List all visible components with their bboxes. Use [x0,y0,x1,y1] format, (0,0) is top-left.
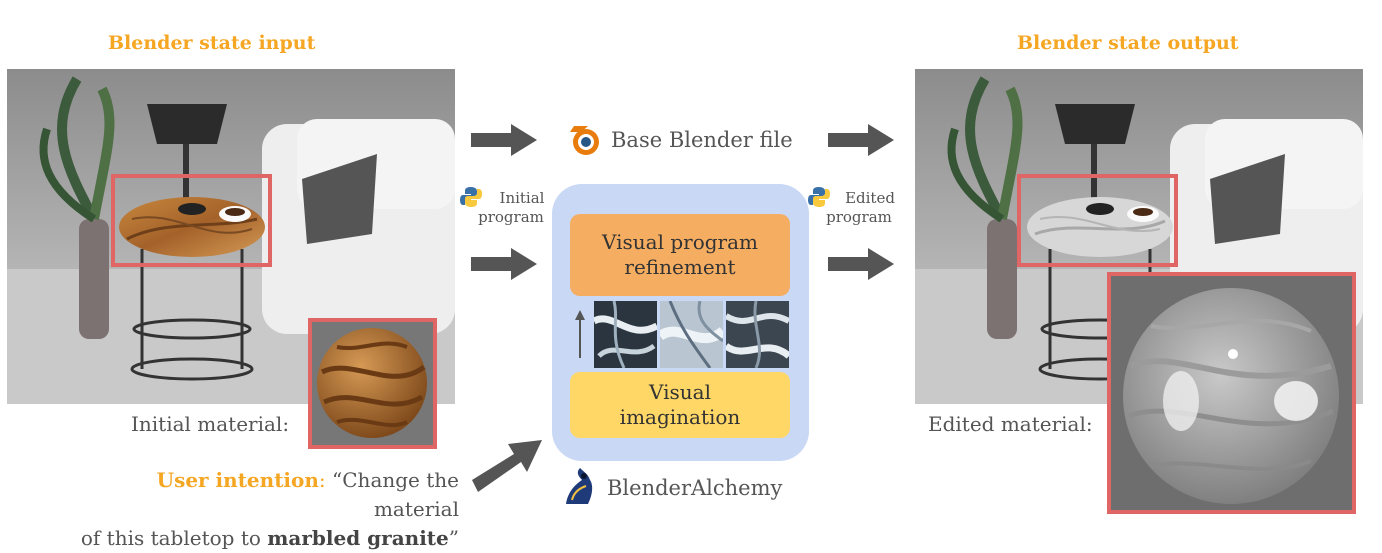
user-intention-line2: of this tabletop to marbled granite” [71,524,459,553]
arrow-edited-program [828,248,894,280]
visual-imagination-label: Visual imagination [619,380,741,429]
user-intention-colon: : [318,468,326,492]
marble-swatch-1 [594,301,657,368]
arrow-to-base-file [471,124,537,156]
edited-material-label: Edited material: [928,412,1093,436]
visual-program-refinement-label: Visual program refinement [602,230,758,279]
user-intention-text-c: ” [448,526,459,550]
blender-logo-icon [566,126,599,155]
edited-program-line1: Edited [845,189,895,207]
user-intention-text: User intention: “Change the material of … [71,466,459,553]
blender-alchemy-logo-icon [566,468,593,504]
initial-program-label: Initial program [470,189,552,227]
up-arrow-icon [575,310,585,358]
visual-imagination-box: Visual imagination [570,372,790,438]
user-intention-line1: User intention: “Change the material [71,466,459,524]
python-logo-icon-edited [808,187,830,207]
edited-program-label: Edited program [818,189,900,227]
edited-tabletop-highlight-box [1017,174,1178,267]
base-file-label: Base Blender file [611,128,793,152]
user-intention-emphasis: marbled granite [267,526,449,550]
edited-material-preview [1107,272,1356,514]
initial-material-preview [308,318,437,449]
arrow-initial-program [471,248,537,280]
marble-swatch-2 [660,301,723,368]
user-intention-prefix: User intention [156,468,319,492]
edited-program-line2: program [826,208,892,226]
initial-program-line1: Initial [499,189,545,207]
initial-material-label: Initial material: [131,412,290,436]
blender-alchemy-label: BlenderAlchemy [607,476,783,500]
output-heading: Blender state output [1017,32,1239,54]
tabletop-highlight-box [111,174,272,267]
marble-swatch-3 [726,301,789,368]
python-logo-icon [460,187,482,207]
initial-program-line2: program [478,208,544,226]
user-intention-text-b: of this tabletop to [80,526,268,550]
input-heading: Blender state input [108,32,316,54]
arrow-base-file-to-output [828,124,894,156]
visual-program-refinement-box: Visual program refinement [570,214,790,296]
arrow-user-intention [472,440,542,492]
user-intention-text-a: “Change the material [325,468,459,521]
